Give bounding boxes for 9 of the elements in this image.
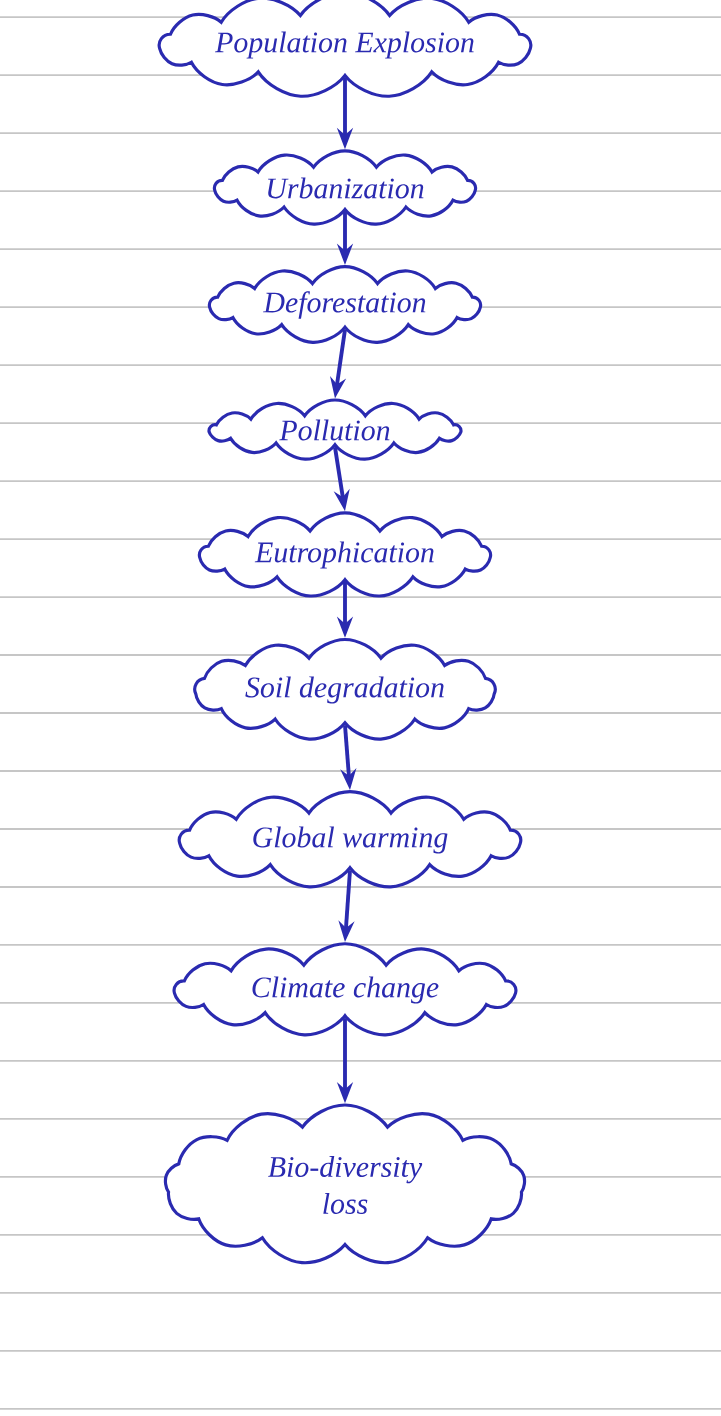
cloud-node: Urbanization [212, 149, 478, 226]
cloud-node: Bio-diversity loss [163, 1103, 527, 1265]
cloud-node: Global warming [177, 790, 523, 889]
cloud-node: Population Explosion [157, 0, 533, 98]
cloud-node: Climate change [172, 942, 518, 1037]
cloud-node: Soil degradation [193, 637, 497, 741]
cloud-node: Pollution [207, 398, 463, 461]
cloud-node: Deforestation [207, 265, 483, 344]
cloud-node: Eutrophication [197, 511, 493, 598]
